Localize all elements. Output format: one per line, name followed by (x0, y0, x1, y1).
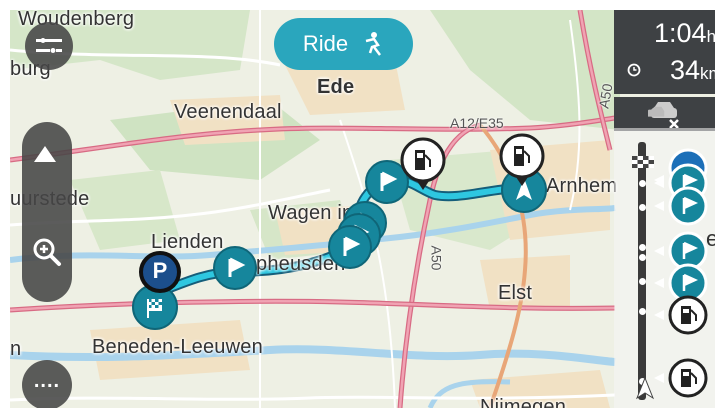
route-bar-dot (639, 204, 646, 211)
route-options-button[interactable] (25, 22, 73, 70)
route-bar-dot (639, 254, 646, 261)
place-label-nijmegen: Nijmegen (480, 396, 567, 408)
ride-label: Ride (302, 31, 349, 56)
place-label-fragment: n (10, 338, 22, 360)
traffic-car-icon (648, 102, 679, 128)
route-bar-dot (639, 244, 646, 251)
route-bar-fuel-stop[interactable] (654, 358, 708, 398)
place-label-lienden: Lienden (151, 231, 224, 253)
route-bar-dot (639, 308, 646, 315)
traffic-bar-header[interactable] (614, 97, 715, 131)
main-menu-label: .... (33, 369, 61, 392)
waypoint-marker[interactable] (364, 159, 410, 205)
current-location-arrow-icon (635, 376, 655, 400)
route-bar-markers (654, 148, 708, 398)
place-label-veenendaal: Veenendaal (174, 101, 282, 123)
parking-pin[interactable] (139, 251, 181, 293)
route-bar-waypoint[interactable] (654, 186, 708, 226)
place-label-beneden-leeuwen: Beneden-Leeuwen (92, 336, 263, 358)
remaining-distance: 34km (670, 55, 715, 86)
route-bar-dot (639, 278, 646, 285)
route-progress-track (638, 142, 646, 400)
place-label-arnhem: Arnhem (546, 175, 618, 197)
route-options-icon (36, 38, 62, 53)
route-bar[interactable]: e (614, 128, 715, 408)
arrival-time: 1:04h (654, 18, 715, 49)
route-bar-waypoint[interactable] (654, 231, 708, 271)
place-label-ede: Ede (317, 76, 355, 98)
parking-letter: P (152, 258, 168, 283)
waypoint-marker[interactable] (327, 224, 373, 270)
start-finish-marker[interactable] (132, 284, 178, 330)
remaining-distance-unit: km (700, 64, 715, 83)
motorbike-icon (365, 32, 382, 56)
arrival-time-unit: h (706, 27, 715, 46)
clock-icon (627, 63, 641, 77)
route-markers-layer (132, 133, 547, 330)
route-bar-waypoint[interactable] (654, 263, 708, 303)
arrival-time-value: 1:04 (654, 18, 707, 48)
road-label-a12: A12/E35 (450, 115, 504, 131)
map-controls-panel (22, 122, 72, 302)
fuel-station-pin[interactable] (400, 137, 446, 190)
north-arrow-icon[interactable] (34, 146, 56, 162)
waypoint-marker[interactable] (212, 245, 258, 291)
zoom-in-icon[interactable] (32, 237, 62, 267)
route-bar-fuel-stop[interactable] (654, 295, 708, 335)
main-menu-button[interactable]: .... (22, 360, 72, 408)
route-bar-dot (639, 180, 646, 187)
route-bar-edge-text: e (706, 226, 715, 251)
place-label-elst: Elst (498, 282, 533, 304)
place-label-opheusden: pheusden (256, 253, 346, 275)
map-view[interactable]: Woudenberg burg Ede Veenendaal Wagen in … (10, 10, 715, 408)
remaining-distance-value: 34 (670, 55, 701, 85)
eta-panel[interactable]: 1:04h 34km (614, 10, 715, 94)
ride-button[interactable]: Ride (274, 18, 413, 70)
route-bar-dot (639, 378, 646, 385)
fuel-station-pin[interactable] (499, 133, 545, 186)
checkered-flag-icon (632, 156, 654, 168)
